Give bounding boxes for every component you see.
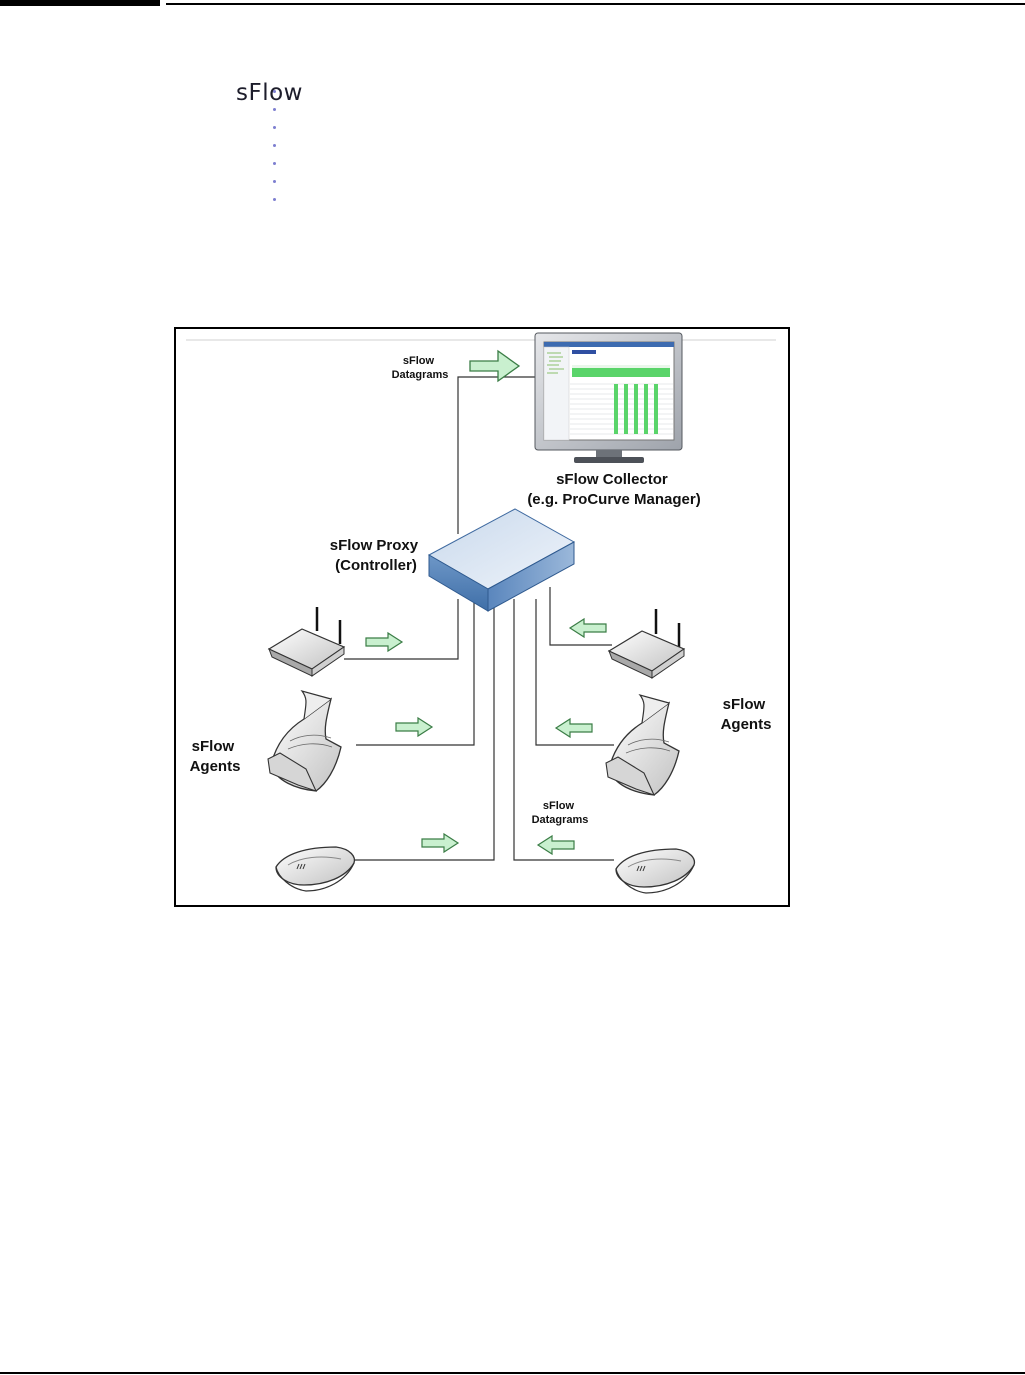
bottom-datagrams-label: sFlow Datagrams bbox=[532, 800, 589, 826]
link-right-router bbox=[549, 587, 612, 646]
left-wireless-router bbox=[267, 607, 346, 677]
collector-link bbox=[457, 376, 548, 534]
right-wireless-router bbox=[607, 609, 686, 679]
agents-left-label: sFlow Agents bbox=[190, 738, 241, 775]
link-right-dome bbox=[513, 599, 614, 861]
footer-rule bbox=[0, 1372, 1025, 1374]
link-right-ap bbox=[535, 599, 614, 746]
sflow-architecture-figure: sFlow Datagrams sFlow Collector (e.g. Pr… bbox=[174, 327, 790, 907]
sflow-logo-text: sFlow bbox=[236, 80, 303, 106]
proxy-label: sFlow Proxy (Controller) bbox=[330, 537, 423, 574]
right-access-point bbox=[605, 693, 680, 796]
left-dome-access-point bbox=[275, 846, 356, 892]
top-datagrams-label: sFlow Datagrams bbox=[392, 355, 449, 381]
agents-right-label: sFlow Agents bbox=[721, 696, 772, 733]
connection-lines bbox=[344, 376, 614, 861]
arrow-left-dome bbox=[421, 833, 459, 853]
sflow-diagram-svg: sFlow Datagrams sFlow Collector (e.g. Pr… bbox=[186, 332, 776, 894]
sflow-collector-monitor bbox=[534, 332, 683, 463]
right-dome-access-point bbox=[615, 848, 696, 894]
link-left-router bbox=[344, 599, 459, 660]
header-rule-thin bbox=[166, 3, 1025, 5]
link-left-ap bbox=[356, 599, 475, 746]
header-rule-thick bbox=[0, 0, 160, 6]
link-left-dome bbox=[354, 599, 495, 861]
sflow-logo-dots bbox=[273, 80, 279, 206]
sflow-proxy-switch bbox=[427, 508, 576, 612]
arrow-right-ap bbox=[555, 718, 593, 738]
left-access-point bbox=[267, 689, 342, 792]
arrow-right-router bbox=[569, 618, 607, 638]
arrow-right-dome bbox=[537, 835, 575, 855]
arrow-left-ap bbox=[395, 717, 433, 737]
arrow-left-router bbox=[365, 632, 403, 652]
top-datagram-arrow bbox=[469, 349, 521, 383]
collector-label: sFlow Collector (e.g. ProCurve Manager) bbox=[527, 471, 700, 508]
